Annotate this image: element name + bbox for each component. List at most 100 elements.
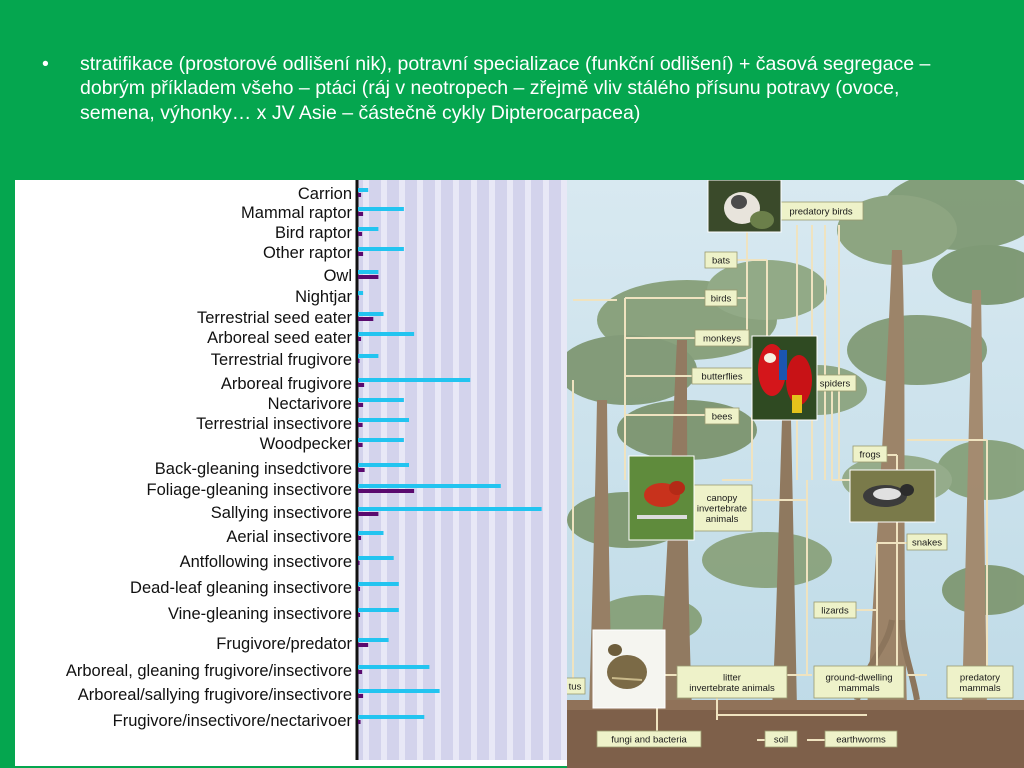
node-frogs: frogs xyxy=(852,445,888,463)
photo-antbird xyxy=(849,469,936,523)
bar-series-1 xyxy=(358,332,415,336)
node-label: invertebrate xyxy=(697,504,747,515)
gridline xyxy=(489,180,495,760)
bar-series-2 xyxy=(358,359,360,363)
category-label: Sallying insectivore xyxy=(211,504,352,522)
bar-series-2 xyxy=(358,296,360,300)
node-label: earthworms xyxy=(836,735,886,746)
bar-series-1 xyxy=(358,188,369,192)
category-label: Carrion xyxy=(298,185,352,203)
category-label: Frugivore/predator xyxy=(216,635,352,653)
food-web-diagram: predatory birdsbatsbirdsmonkeysbutterfli… xyxy=(567,180,1024,768)
bar-series-1 xyxy=(358,207,404,211)
gridline xyxy=(435,180,441,760)
photo-tanager xyxy=(628,455,695,541)
bar-series-1 xyxy=(358,463,409,467)
node-label: litter xyxy=(723,672,741,683)
category-label: Foliage-gleaning insectivore xyxy=(147,481,352,499)
category-label: Antfollowing insectivore xyxy=(180,553,352,571)
gridline xyxy=(525,180,531,760)
bar-series-1 xyxy=(358,291,364,295)
category-label: Nightjar xyxy=(295,288,352,306)
bar-series-2 xyxy=(358,613,361,617)
slide-paragraph: stratifikace (prostorové odlišení nik), … xyxy=(80,53,931,124)
node-label: invertebrate animals xyxy=(689,683,775,694)
node-label: soil xyxy=(774,735,788,746)
node-label: animals xyxy=(706,514,739,525)
plot-area xyxy=(357,180,567,760)
category-label: Arboreal frugivore xyxy=(221,375,352,393)
bar-series-2 xyxy=(358,403,364,407)
bar-series-2 xyxy=(358,423,363,427)
food-web-nodes: predatory birdsbatsbirdsmonkeysbutterfli… xyxy=(567,201,1014,748)
bar-series-1 xyxy=(358,247,404,251)
bar-series-2 xyxy=(358,643,369,647)
gridline xyxy=(417,180,423,760)
node-bees: bees xyxy=(704,407,740,425)
bar-series-1 xyxy=(358,608,399,612)
bar-series-1 xyxy=(358,270,379,274)
category-label: Arboreal/sallying frugivore/insectivore xyxy=(78,686,352,704)
bar-series-2 xyxy=(358,587,361,591)
node-label: spiders xyxy=(820,379,851,390)
node-label: butterflies xyxy=(701,372,742,383)
category-label: Terrestrial insectivore xyxy=(196,415,352,433)
photo-macaws xyxy=(751,335,818,421)
category-label: Aerial insectivore xyxy=(226,528,352,546)
node-label: frogs xyxy=(859,450,880,461)
category-label: Arboreal, gleaning frugivore/insectivore xyxy=(66,662,352,680)
bar-series-1 xyxy=(358,582,399,586)
bar-series-2 xyxy=(358,536,362,540)
bar-series-1 xyxy=(358,438,404,442)
category-label: Terrestrial seed eater xyxy=(197,309,352,327)
bar-series-1 xyxy=(358,665,430,669)
bar-series-2 xyxy=(358,383,365,387)
bar-series-2 xyxy=(358,720,361,724)
category-label: Vine-gleaning insectivore xyxy=(168,605,352,623)
bar-series-1 xyxy=(358,556,394,560)
bar-series-2 xyxy=(358,252,364,256)
node-soil: soil xyxy=(764,730,798,748)
category-label: Other raptor xyxy=(263,244,352,262)
bar-series-1 xyxy=(358,312,384,316)
gridline xyxy=(399,180,405,760)
node-label: canopy xyxy=(707,493,738,504)
bar-series-2 xyxy=(358,512,379,516)
bar-series-2 xyxy=(358,468,365,472)
bar-series-1 xyxy=(358,507,542,511)
node-label: mammals xyxy=(959,683,1000,694)
node-tus: tus xyxy=(567,677,586,695)
node-bats: bats xyxy=(704,251,738,269)
bar-series-2 xyxy=(358,670,363,674)
node-label: lizards xyxy=(821,606,849,617)
node-label: snakes xyxy=(912,538,942,549)
node-label: birds xyxy=(711,294,732,305)
node-label: bees xyxy=(712,412,733,423)
gridline xyxy=(453,180,459,760)
bar-series-1 xyxy=(358,638,389,642)
bar-series-2 xyxy=(358,275,379,279)
bar-series-2 xyxy=(358,232,363,236)
node-birds: birds xyxy=(704,289,738,307)
bar-series-2 xyxy=(358,694,364,698)
gridline xyxy=(543,180,549,760)
node-spiders: spiders xyxy=(813,374,857,392)
bar-series-1 xyxy=(358,715,425,719)
bar-series-2 xyxy=(358,193,362,197)
bar-series-1 xyxy=(358,227,379,231)
gridline xyxy=(471,180,477,760)
category-label: Owl xyxy=(324,267,352,285)
category-label: Bird raptor xyxy=(275,224,353,242)
category-label: Terrestrial frugivore xyxy=(211,351,352,369)
bar-series-2 xyxy=(358,337,362,341)
bar-series-2 xyxy=(358,443,363,447)
node-label: fungi and bacteria xyxy=(611,735,687,746)
bar-series-1 xyxy=(358,418,409,422)
bar-series-2 xyxy=(358,489,415,493)
bar-series-1 xyxy=(358,398,404,402)
photo-harpy-eagle xyxy=(707,180,782,233)
